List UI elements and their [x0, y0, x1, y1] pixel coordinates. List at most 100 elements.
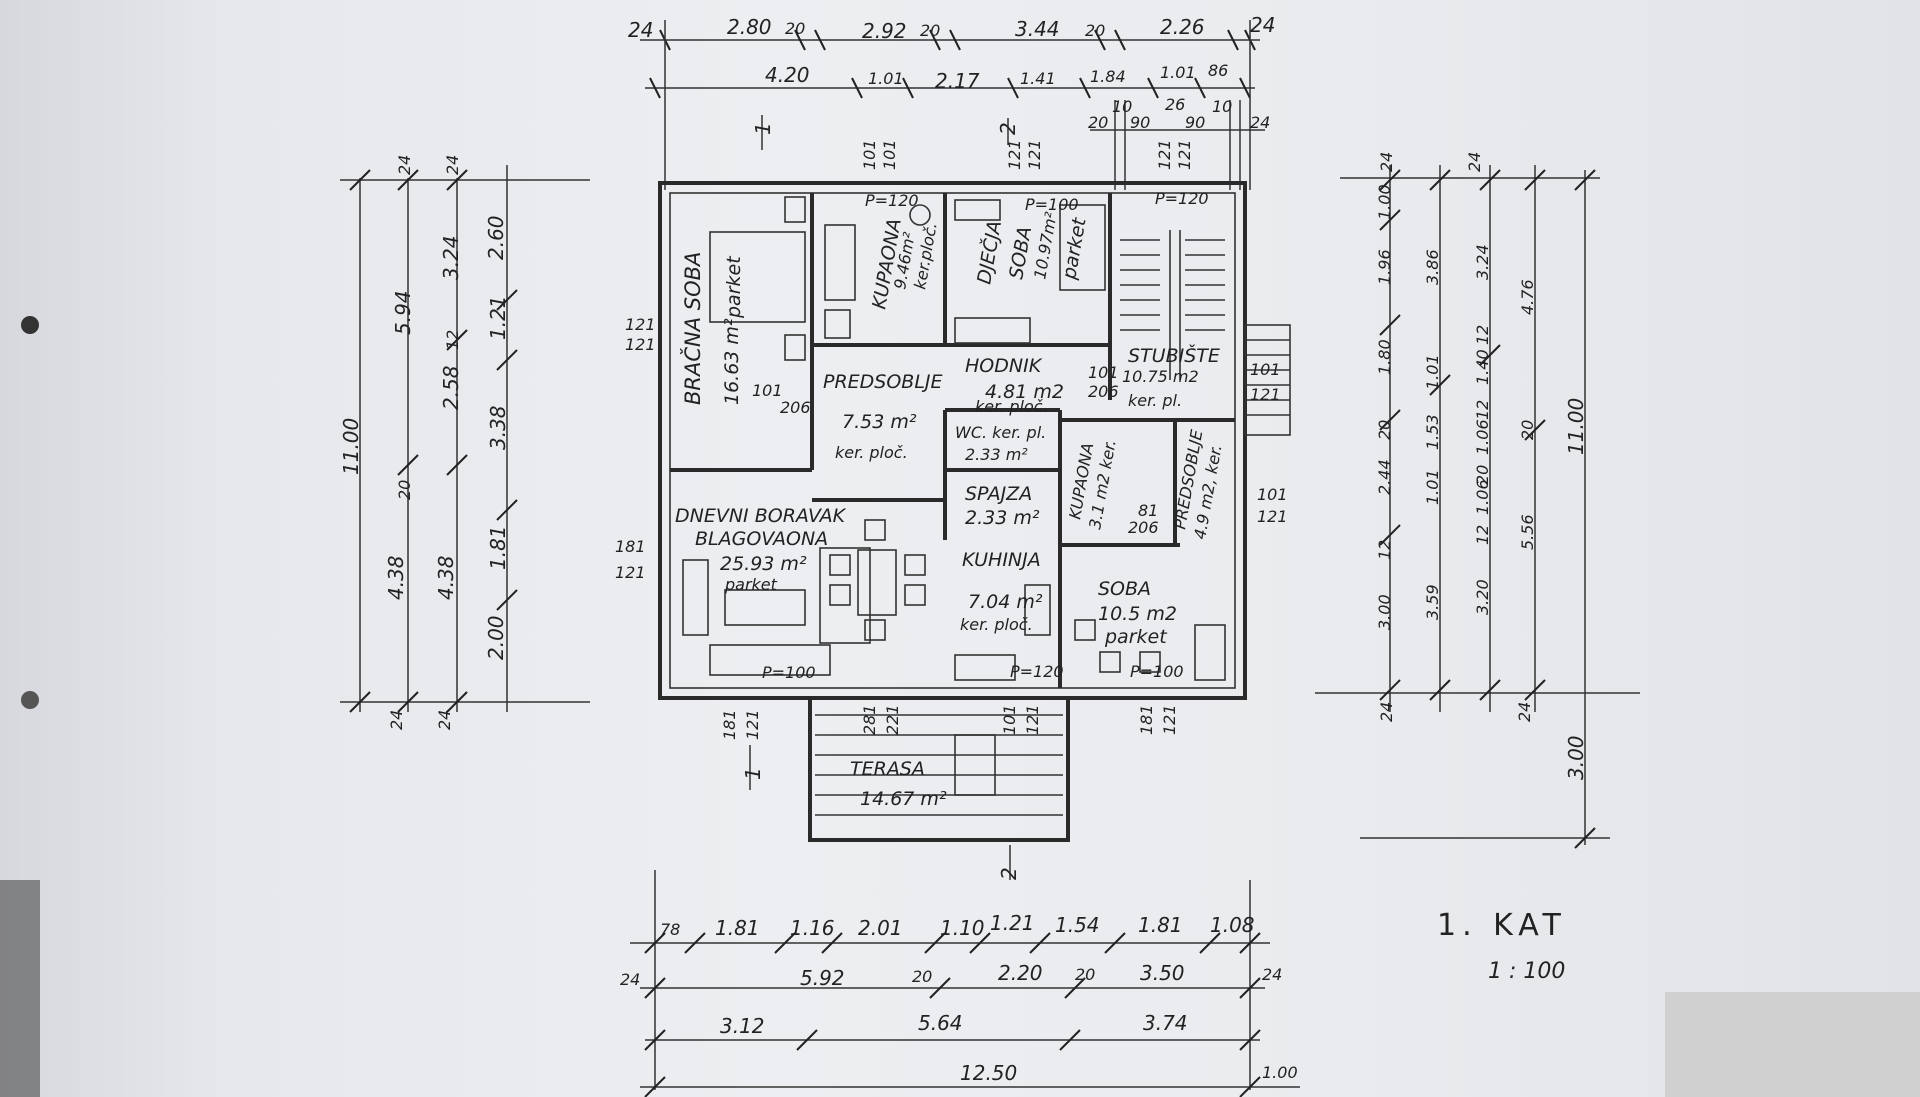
svg-text:1.16: 1.16	[790, 916, 835, 940]
svg-text:24: 24	[387, 710, 406, 730]
svg-text:1.01: 1.01	[1423, 354, 1442, 390]
svg-text:24: 24	[395, 155, 414, 175]
svg-text:P=120: P=120	[1010, 662, 1064, 681]
svg-text:221: 221	[883, 704, 902, 735]
room-dnevni-name: DNEVNI BORAVAK	[675, 505, 847, 527]
svg-text:24: 24	[1465, 152, 1484, 172]
svg-text:1.96: 1.96	[1375, 249, 1394, 285]
svg-text:2.44: 2.44	[1375, 459, 1394, 495]
svg-text:3.38: 3.38	[486, 405, 510, 450]
scale-label: 1 : 100	[1488, 959, 1565, 984]
svg-text:1.08: 1.08	[1210, 913, 1255, 937]
svg-text:2.92: 2.92	[862, 19, 907, 43]
room-stubiste-name: STUBIŠTE	[1128, 343, 1220, 367]
svg-text:10.97m²: 10.97m²	[1030, 210, 1061, 281]
svg-text:2.26: 2.26	[1160, 15, 1205, 39]
svg-text:25.93 m²: 25.93 m²	[720, 553, 807, 575]
svg-text:24: 24	[1515, 702, 1534, 722]
svg-text:2.00: 2.00	[484, 615, 508, 660]
svg-text:20: 20	[1075, 965, 1095, 984]
svg-text:20: 20	[920, 21, 940, 40]
svg-text:206: 206	[1088, 382, 1119, 401]
svg-text:121: 121	[1250, 385, 1281, 404]
svg-text:2.20: 2.20	[998, 961, 1043, 985]
svg-text:1.53: 1.53	[1423, 414, 1442, 450]
room-terasa-name: TERASA	[850, 758, 925, 780]
svg-text:90: 90	[1185, 113, 1205, 132]
opening-labels: P=120 P=100 P=120 101 206 101 206 81 206…	[615, 139, 1288, 740]
room-predsoblje-name: PREDSOBLJE	[823, 371, 943, 393]
svg-text:101: 101	[1000, 704, 1019, 735]
svg-text:3.24: 3.24	[439, 235, 463, 280]
svg-text:1.21: 1.21	[486, 295, 510, 340]
svg-text:P=100: P=100	[762, 663, 816, 682]
right-dimensions: 1.00 1.96 1.80 20 2.44 12 3.00 3.86 1.01…	[1315, 152, 1640, 849]
svg-text:20: 20	[1375, 420, 1394, 440]
terrace-tiles	[808, 696, 1070, 842]
svg-text:1.41: 1.41	[1020, 69, 1056, 88]
svg-text:ker. pl.: ker. pl.	[1128, 391, 1182, 410]
svg-text:20: 20	[785, 19, 805, 38]
svg-text:24: 24	[620, 970, 640, 989]
svg-text:P=100: P=100	[1025, 195, 1079, 214]
svg-text:1.00: 1.00	[1262, 1063, 1298, 1082]
svg-text:3.44: 3.44	[1015, 17, 1060, 41]
svg-text:4.38: 4.38	[384, 555, 408, 600]
room-kuhinja-name: KUHINJA	[962, 549, 1041, 571]
svg-text:101: 101	[1250, 360, 1281, 379]
svg-text:121: 121	[1025, 139, 1044, 170]
svg-text:ker. ploč.: ker. ploč.	[835, 443, 908, 462]
furniture-layout	[682, 196, 1291, 681]
svg-text:4.76: 4.76	[1518, 279, 1537, 315]
svg-text:206: 206	[1128, 518, 1159, 537]
svg-text:20: 20	[1085, 21, 1105, 40]
svg-text:1.81: 1.81	[486, 525, 510, 570]
corner-overlay	[1665, 992, 1920, 1097]
svg-text:121: 121	[1160, 704, 1179, 735]
room-bracna-name: BRAČNA SOBA	[680, 252, 705, 405]
svg-text:10: 10	[1112, 97, 1132, 116]
svg-text:121: 121	[1005, 139, 1024, 170]
svg-text:181: 181	[615, 537, 646, 556]
svg-text:86: 86	[1208, 61, 1228, 80]
svg-text:121: 121	[615, 563, 646, 582]
svg-text:3.86: 3.86	[1423, 249, 1442, 285]
svg-text:181: 181	[720, 709, 739, 740]
section-marks: 1 1 2 2	[741, 115, 1021, 880]
svg-text:121: 121	[625, 335, 656, 354]
svg-text:181: 181	[1137, 704, 1156, 735]
svg-text:5.64: 5.64	[918, 1011, 963, 1035]
svg-text:1.10: 1.10	[940, 916, 985, 940]
svg-text:4.81 m2: 4.81 m2	[985, 381, 1064, 403]
svg-text:parket: parket	[1058, 215, 1091, 282]
svg-text:12: 12	[1473, 325, 1492, 345]
svg-text:1.81: 1.81	[1138, 913, 1183, 937]
svg-text:1.84: 1.84	[1090, 67, 1126, 86]
svg-text:101: 101	[860, 139, 879, 170]
svg-text:3.00: 3.00	[1564, 735, 1588, 780]
svg-text:1: 1	[741, 767, 765, 780]
svg-text:1.40: 1.40	[1473, 349, 1492, 385]
svg-text:3.00: 3.00	[1375, 594, 1394, 630]
svg-text:121: 121	[1023, 704, 1042, 735]
svg-text:1.80: 1.80	[1375, 339, 1394, 375]
room-hodnik-name: HODNIK	[965, 355, 1043, 377]
svg-text:ker. ploč.: ker. ploč.	[960, 615, 1033, 634]
svg-text:281: 281	[860, 704, 879, 735]
room-soba-name: SOBA	[1098, 578, 1151, 600]
svg-text:20: 20	[1473, 465, 1492, 485]
floor-title: 1. KAT	[1437, 908, 1567, 943]
svg-text:12: 12	[1473, 525, 1492, 545]
binder-hole-bottom	[21, 691, 39, 709]
svg-text:101: 101	[1257, 485, 1288, 504]
svg-text:P=120: P=120	[865, 191, 919, 210]
svg-text:121: 121	[1175, 139, 1194, 170]
svg-text:24: 24	[435, 710, 454, 730]
svg-text:121: 121	[1155, 139, 1174, 170]
svg-text:2.17: 2.17	[935, 69, 980, 93]
svg-text:parket: parket	[1104, 626, 1168, 648]
svg-text:parket: parket	[724, 575, 778, 594]
svg-text:121: 121	[625, 315, 656, 334]
svg-text:2: 2	[996, 122, 1020, 135]
